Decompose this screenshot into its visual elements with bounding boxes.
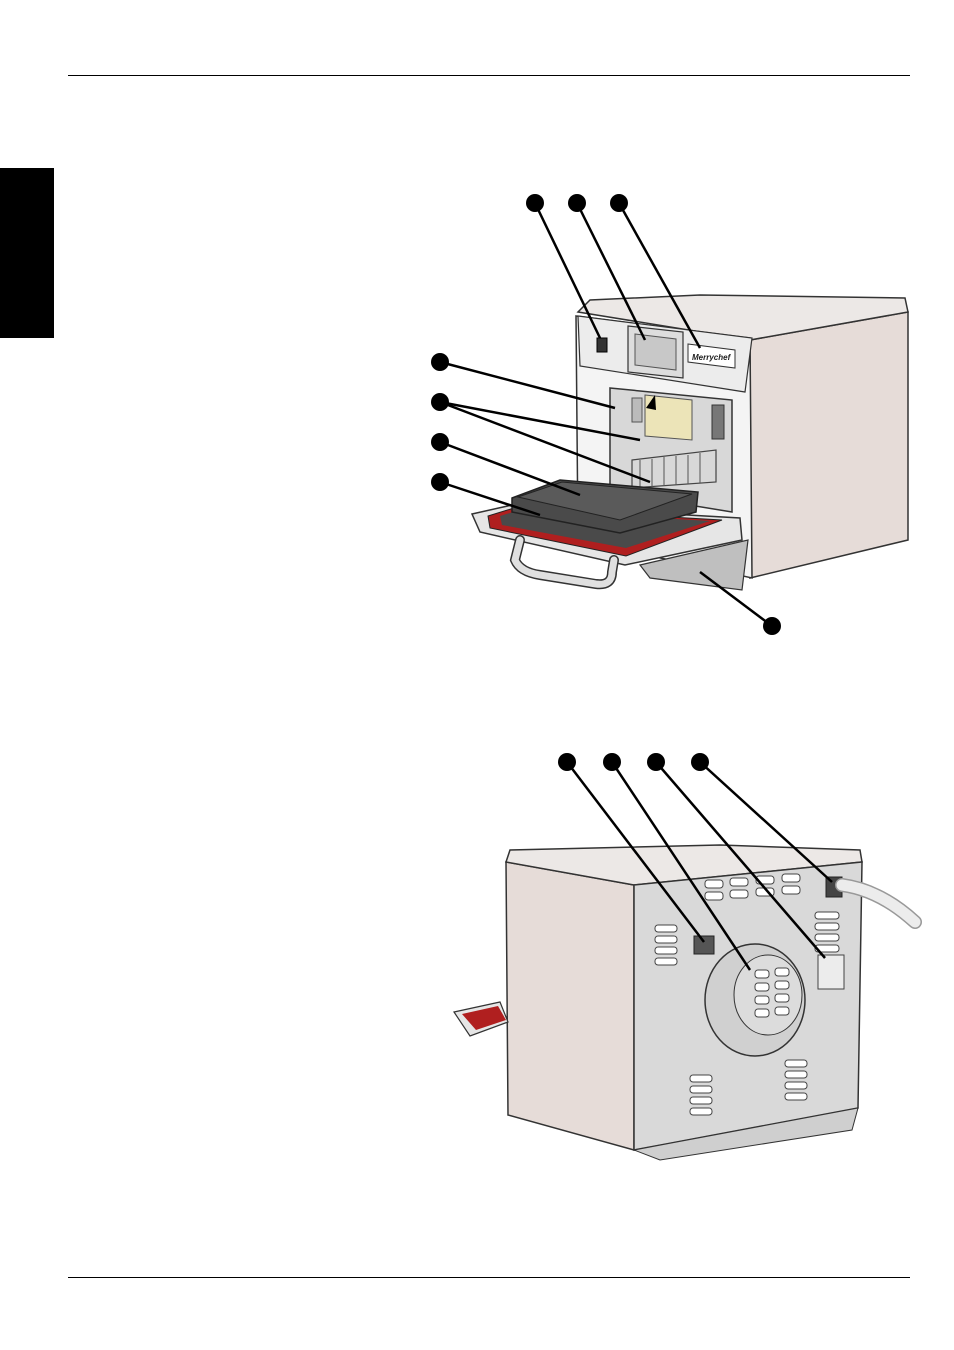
fan-grille-slots (755, 968, 789, 1017)
cooling-fan-housing (705, 944, 805, 1056)
cavity-side-vent (712, 405, 724, 439)
rear-bottom-skirt (634, 1108, 858, 1160)
callout-dot-air-filter (763, 617, 781, 635)
callout-dot-door-seal (431, 473, 449, 491)
power-cord (842, 885, 915, 922)
callout-dot-rating-plate (647, 753, 665, 771)
callout-dot-touch-screen (568, 194, 586, 212)
footer-rule (68, 1277, 910, 1278)
rear-panel (634, 862, 862, 1150)
callout-dot-cooling-fan (603, 753, 621, 771)
power-switch-icon (597, 338, 607, 352)
rear-leader-lines (567, 762, 832, 970)
callout-dot-connector (558, 753, 576, 771)
rating-plate (818, 955, 844, 989)
waveguide-cover (632, 398, 642, 422)
power-inlet (826, 877, 842, 897)
rear-left-vents (655, 925, 677, 965)
callout-dot-tray (431, 433, 449, 451)
callout-dot-cavity (431, 353, 449, 371)
rear-door-seal (462, 1006, 506, 1030)
touch-screen (635, 334, 676, 370)
rear-top-vents (705, 874, 800, 900)
callout-dot-brand-badge (610, 194, 628, 212)
rear-cabinet-top (506, 845, 862, 885)
rear-cabinet-side (506, 862, 634, 1150)
rear-right-vents (815, 912, 839, 952)
rear-connector-block (694, 936, 714, 954)
callout-dot-power-inlet (691, 753, 709, 771)
rear-bottom-vents (690, 1060, 807, 1115)
callout-dot-waveguide (431, 393, 449, 411)
callout-dot-power-switch (526, 194, 544, 212)
front-view-illustration: Merrychef (0, 0, 954, 700)
brand-logo-text: Merrychef (692, 353, 732, 362)
rear-callout-dots (558, 753, 709, 771)
cabinet-side-panel (750, 312, 908, 578)
rear-door-protrusion (454, 1002, 508, 1036)
